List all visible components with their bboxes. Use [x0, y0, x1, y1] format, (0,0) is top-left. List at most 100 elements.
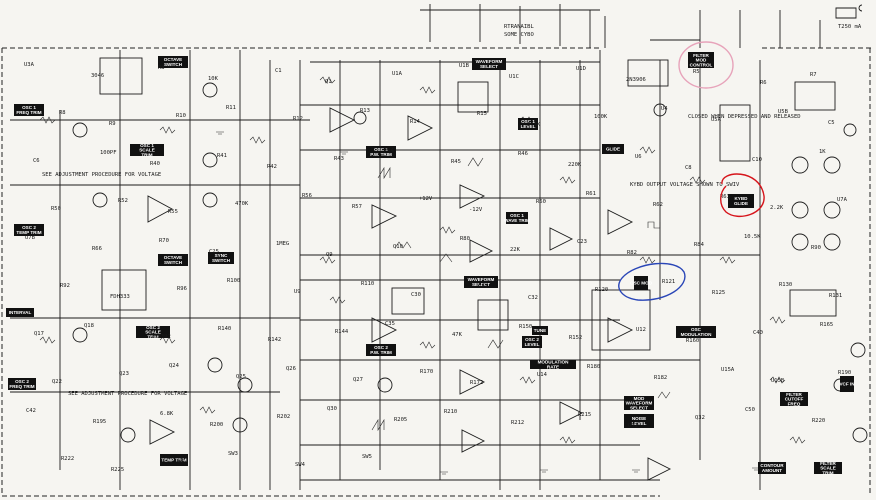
component-label: R96: [177, 286, 187, 292]
component-label: R8: [59, 110, 66, 116]
block-label: INTERVAL: [9, 310, 32, 315]
component-label: U1D: [576, 66, 586, 72]
opamp-u6: [371, 204, 398, 229]
opamp-u6b: [459, 184, 486, 209]
block-box: [366, 344, 396, 356]
component-label: C30: [411, 292, 421, 298]
transistor-q3: [202, 152, 218, 168]
component-label: R44: [384, 148, 395, 154]
component-label: U9: [294, 289, 301, 295]
component-label: C31: [478, 284, 488, 290]
component-label: 22K: [510, 247, 521, 253]
fuse-rating: T250 mA: [838, 24, 862, 30]
block-box: [130, 144, 164, 156]
component-label: R150: [519, 324, 532, 330]
component-label: R160: [686, 338, 699, 344]
opamp-u12: [461, 429, 486, 453]
block-label: TUNE: [534, 328, 547, 333]
opamp-u5: [407, 115, 434, 141]
block-tune: TUNE: [532, 326, 548, 335]
block-box: [158, 56, 188, 68]
component-label: R144: [335, 329, 349, 335]
component-label: R10: [176, 113, 186, 119]
transistor-q12: [377, 377, 393, 393]
opamp-u16: [559, 401, 584, 425]
component-label: 2N3906: [626, 77, 646, 83]
annotation-filter-switch: CLOSED WHEN DEPRESSED AND RELEASED: [688, 114, 801, 120]
component-label: U1A: [392, 71, 403, 77]
component-label: 6.8K: [160, 411, 174, 417]
component-label: C8: [685, 165, 692, 171]
transistor-q24: [791, 233, 809, 251]
component-label: R61: [586, 191, 596, 197]
component-label: R9: [109, 121, 116, 127]
pink-highlight-circle: [678, 41, 734, 89]
filter-mod-network: [719, 104, 751, 162]
block-interval: INTERVAL: [6, 308, 34, 317]
component-label: U7B: [25, 235, 36, 241]
component-label: R130: [779, 282, 792, 288]
component-label: 3046: [91, 73, 104, 79]
block-box: [366, 146, 396, 158]
component-label: R14: [410, 119, 421, 125]
component-label: Q26: [286, 366, 296, 372]
block-box: [780, 392, 808, 406]
transistor-q4: [202, 192, 218, 208]
component-label: R57: [352, 204, 362, 210]
block-label: OSC MOD: [630, 281, 653, 286]
component-label: Q23: [119, 371, 129, 377]
transistor-q25: [823, 233, 841, 251]
waveform-sketches: [371, 157, 671, 432]
block-box: [136, 326, 170, 338]
annotation-see-adjust-1: SEE ADJUSTMENT PROCEDURE FOR VOLTAGE: [42, 172, 161, 178]
component-label: Q24: [169, 363, 180, 369]
block-box: [634, 276, 648, 290]
component-label: U15A: [721, 367, 735, 373]
component-label: R202: [277, 414, 290, 420]
component-label: R66: [92, 246, 102, 252]
component-label: R82: [627, 250, 637, 256]
block-box: [814, 462, 842, 474]
component-label: R90: [811, 245, 821, 251]
transistor-q18: [823, 156, 841, 174]
component-label: Q32: [695, 415, 705, 421]
component-label: Q27: [353, 377, 363, 383]
block-box: [464, 276, 498, 288]
component-label: R84: [694, 242, 705, 248]
component-label: R110: [361, 281, 374, 287]
component-label: OP: [178, 459, 185, 465]
component-label: R92: [60, 283, 70, 289]
component-label: Q25: [236, 374, 246, 380]
component-label: Q9: [326, 252, 333, 258]
transistor-q17: [791, 156, 809, 174]
component-label: C5: [828, 120, 835, 126]
component-label: C50: [745, 407, 755, 413]
component-label: Q18: [84, 323, 94, 329]
component-label: R13: [360, 108, 370, 114]
opamp-u15: [607, 317, 634, 343]
